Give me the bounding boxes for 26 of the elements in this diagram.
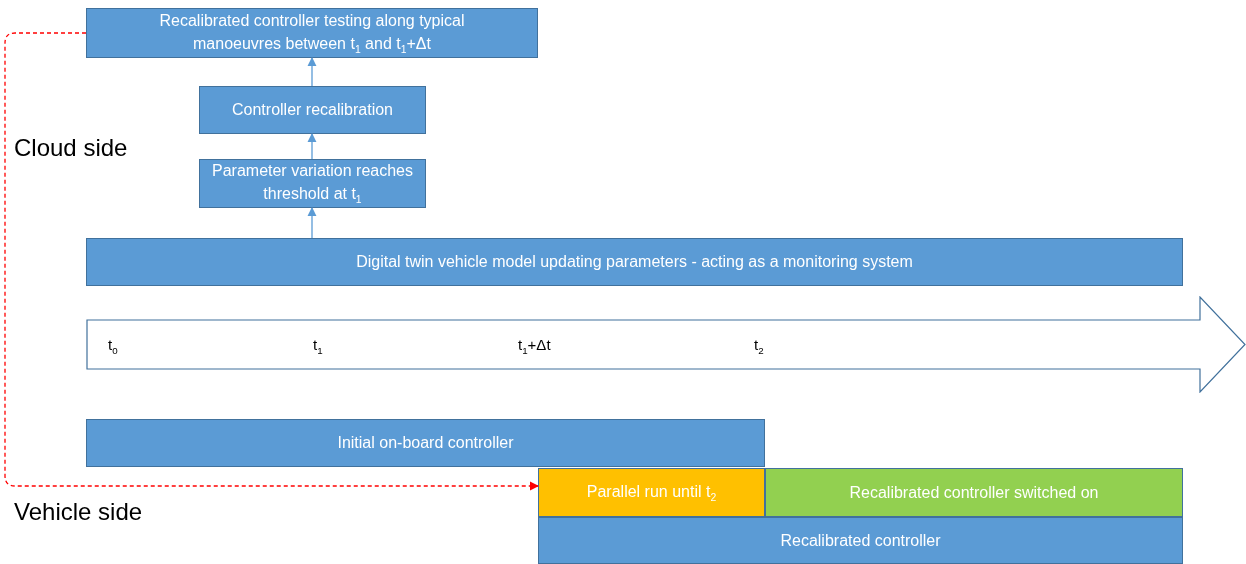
process-box bbox=[538, 468, 765, 517]
process-bar bbox=[86, 419, 765, 467]
box-text: Recalibrated controller switched on bbox=[849, 482, 1099, 503]
arrow bbox=[307, 57, 317, 87]
box-text: Digital twin vehicle model updating parameters - acting as a monitoring system bbox=[356, 252, 913, 273]
box-text: Controller recalibration bbox=[232, 100, 393, 121]
box-text: Initial on-board controller bbox=[337, 433, 514, 454]
time-label: t$_{1}$ bbox=[313, 336, 323, 358]
box-text: Parameter variation reaches threshold at t$_{1}$ bbox=[211, 161, 414, 208]
process-box bbox=[86, 8, 538, 58]
box-text: Parallel run until t$_{2}$ bbox=[586, 481, 717, 506]
side-label: Cloud side bbox=[14, 134, 128, 162]
time-label: t$_{1}$+Δt bbox=[518, 336, 551, 358]
process-box bbox=[199, 86, 426, 134]
arrow bbox=[307, 207, 317, 239]
process-box bbox=[765, 468, 1183, 517]
arrow bbox=[4, 32, 539, 491]
time-label: t$_{2}$ bbox=[754, 336, 764, 358]
process-bar bbox=[538, 517, 1183, 564]
timeline bbox=[86, 296, 1246, 393]
box-text: Recalibrated controller testing along typical manoeuvres between t$_{1}$ and t$_{1}$+Δt bbox=[158, 10, 466, 58]
process-bar bbox=[86, 238, 1183, 286]
box-text: Recalibrated controller bbox=[780, 530, 941, 551]
side-label: Vehicle side bbox=[14, 498, 143, 526]
arrow bbox=[307, 133, 317, 160]
time-label: t$_{0}$ bbox=[108, 336, 118, 358]
